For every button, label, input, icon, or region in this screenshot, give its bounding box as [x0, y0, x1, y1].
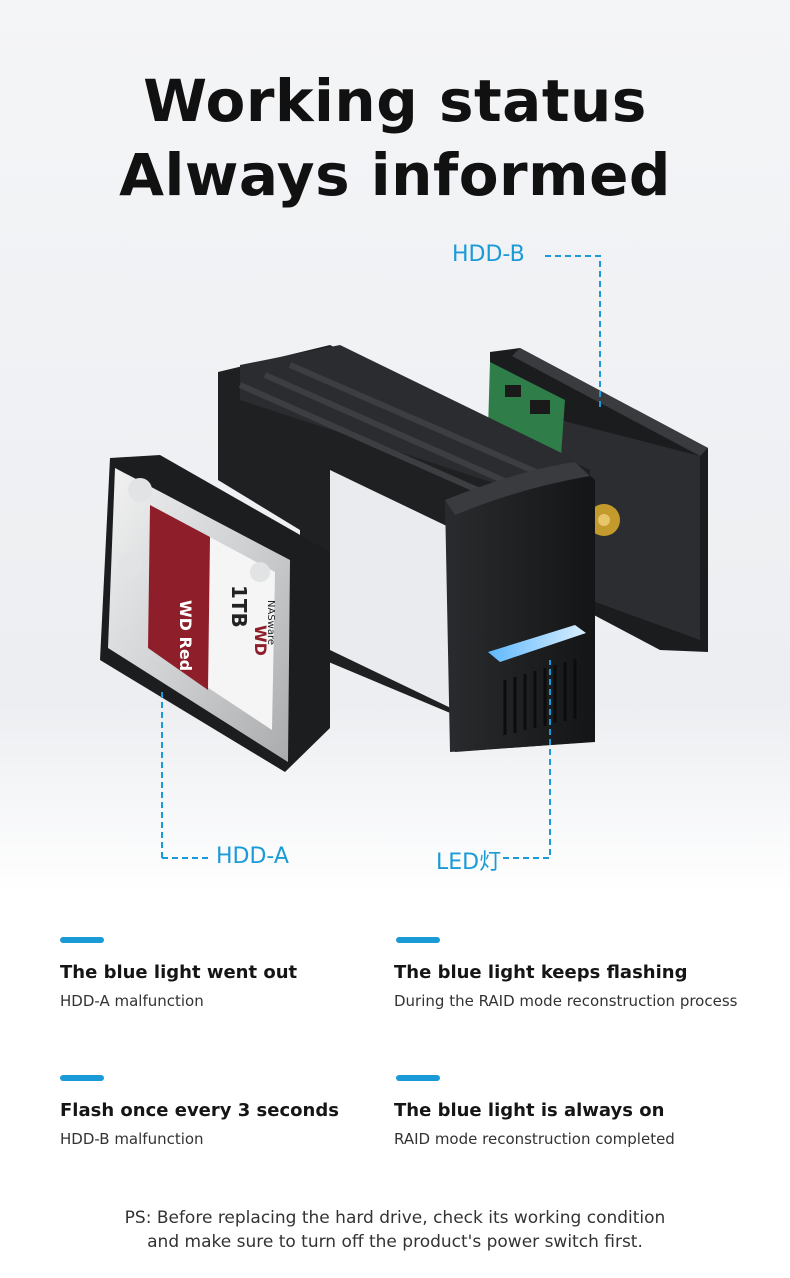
drive-line-label: NASware: [265, 600, 276, 645]
hdd-b-callout-label: HDD-B: [452, 242, 525, 267]
status-accent-bar: [60, 937, 104, 943]
drive-brand-label: WD: [251, 625, 270, 656]
status-title-4: The blue light is always on: [394, 1100, 665, 1121]
drive-red-label: WD Red: [176, 600, 195, 671]
status-title-2: The blue light keeps flashing: [394, 962, 688, 983]
enclosure-frame: [218, 345, 595, 752]
status-accent-bar: [60, 1075, 104, 1081]
footer-note-line-1: PS: Before replacing the hard drive, che…: [124, 1208, 666, 1228]
led-callout-label: LED灯: [436, 850, 502, 875]
status-accent-bar: [396, 937, 440, 943]
status-desc-2: During the RAID mode reconstruction proc…: [394, 992, 738, 1010]
status-desc-1: HDD-A malfunction: [60, 992, 204, 1010]
status-desc-3: HDD-B malfunction: [60, 1130, 204, 1148]
hdd-a-callout-label: HDD-A: [216, 844, 289, 869]
status-desc-4: RAID mode reconstruction completed: [394, 1130, 675, 1148]
callout-lines: [161, 255, 601, 859]
product-illustration: WD Red 1TB WD NASware: [100, 255, 708, 859]
drive-capacity-label: 1TB: [227, 585, 251, 628]
page-title-line-1: Working status: [143, 67, 647, 135]
page-title-line-2: Always informed: [119, 141, 671, 209]
footer-note-line-2: and make sure to turn off the product's …: [147, 1232, 643, 1252]
hdd-a-drive: WD Red 1TB WD NASware: [100, 455, 330, 772]
status-accent-bar: [396, 1075, 440, 1081]
status-title-3: Flash once every 3 seconds: [60, 1100, 339, 1121]
status-title-1: The blue light went out: [60, 962, 298, 983]
led-indicator: [488, 625, 586, 662]
